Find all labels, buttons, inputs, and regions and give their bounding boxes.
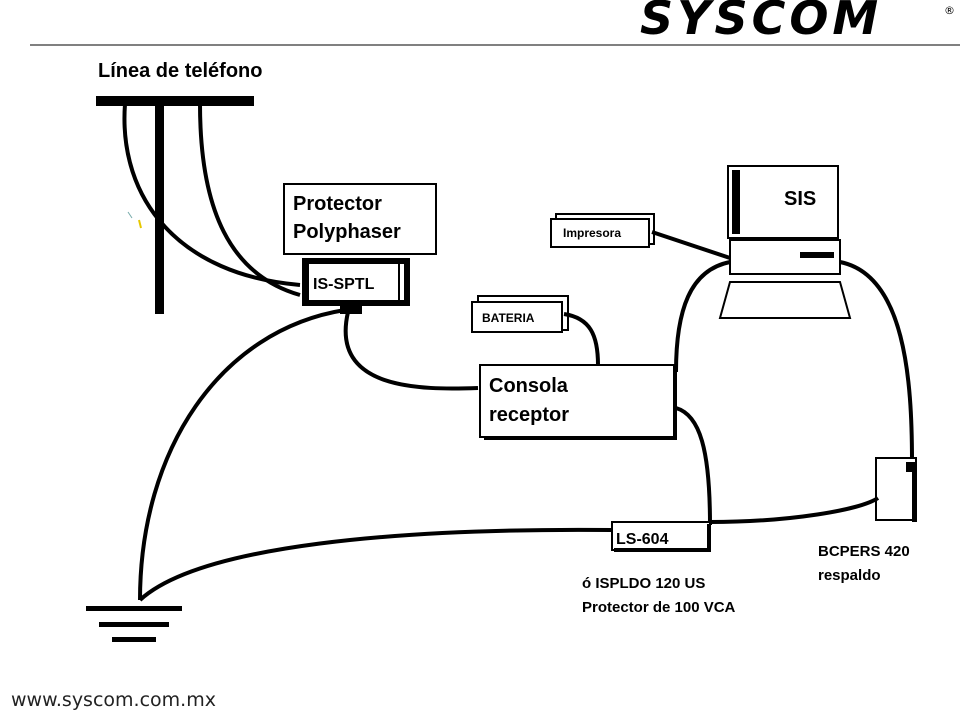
- sis-computer: SIS: [718, 165, 852, 319]
- footer-url: www.syscom.com.mx: [11, 689, 216, 711]
- wire-sis-bcpers: [839, 260, 914, 463]
- impresora-label: Impresora: [563, 226, 621, 240]
- bcpers-note-line1: BCPERS 420: [818, 543, 910, 560]
- bateria-label: BATERIA: [482, 311, 535, 325]
- protector-label-line1: Protector: [293, 193, 382, 215]
- consola-label-line1: Consola: [489, 375, 569, 397]
- phone-wire-2: [198, 103, 301, 297]
- wire-impresora-sis: [651, 230, 731, 260]
- wire-ls604-bcpers: [709, 496, 880, 524]
- wire-ls604-ground: [138, 527, 613, 602]
- page-title: Línea de teléfono: [98, 60, 262, 82]
- protector-label-line2: Polyphaser: [293, 221, 401, 243]
- ispldo-note-line1: ó ISPLDO 120 US: [582, 575, 705, 592]
- impresora-box: Impresora: [550, 213, 655, 248]
- syscom-logo: SYSCOM ®: [640, 0, 955, 45]
- wire-issptl-consola: [343, 311, 479, 391]
- wire-consola-ls604: [675, 406, 712, 526]
- registered-mark: ®: [944, 4, 955, 17]
- consola-receptor-box: Consola receptor: [479, 364, 677, 440]
- bcpers-unit: [875, 457, 917, 522]
- phone-wire-1: [122, 103, 301, 287]
- ls604-label: LS-604: [616, 531, 669, 548]
- sis-label: SIS: [784, 188, 816, 210]
- spark-icon: [127, 211, 142, 229]
- protector-polyphaser-box: Protector Polyphaser: [283, 183, 437, 255]
- wire-issptl-ground: [138, 308, 346, 601]
- is-sptl-label: IS-SPTL: [313, 276, 375, 293]
- bcpers-note-line2: respaldo: [818, 567, 881, 584]
- consola-label-line2: receptor: [489, 404, 569, 426]
- wire-consola-sis: [674, 260, 731, 373]
- is-sptl-box: IS-SPTL: [302, 258, 410, 314]
- telephone-pole: [96, 96, 254, 314]
- bateria-box: BATERIA: [471, 295, 569, 333]
- wire-bateria-consola: [563, 312, 600, 366]
- ground-icon: [86, 606, 182, 642]
- brand-logo-text: SYSCOM: [640, 0, 882, 45]
- ispldo-note-line2: Protector de 100 VCA: [582, 599, 736, 616]
- ls604-box: LS-604: [611, 521, 711, 552]
